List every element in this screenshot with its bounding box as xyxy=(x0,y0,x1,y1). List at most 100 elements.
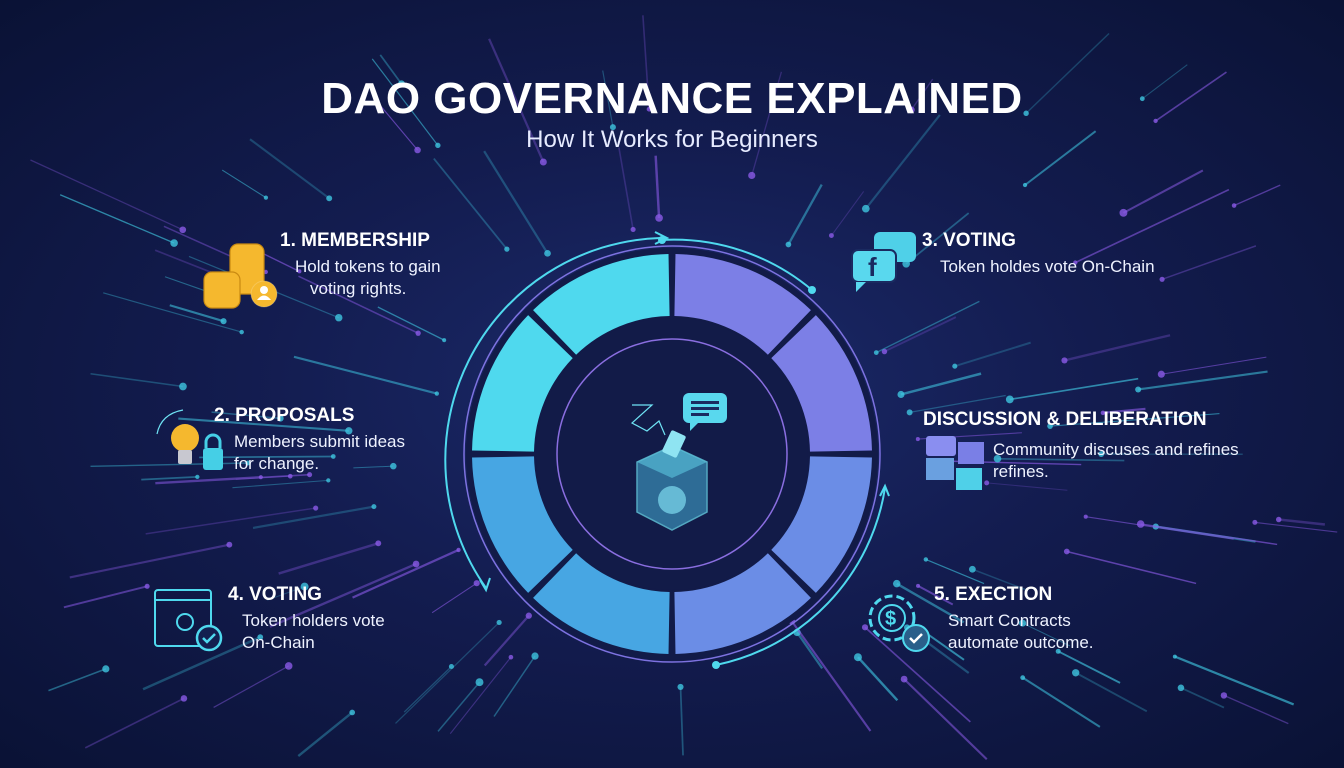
arrow-dot xyxy=(658,236,666,244)
light-ray xyxy=(403,666,452,713)
light-ray xyxy=(1122,169,1204,214)
light-ray xyxy=(917,585,954,606)
light-dot xyxy=(861,624,869,631)
cycle-segment xyxy=(674,254,811,355)
light-ray xyxy=(909,394,1006,413)
light-ray xyxy=(260,473,310,479)
step-title: 1. MEMBERSHIP xyxy=(280,230,430,251)
light-dot xyxy=(263,269,268,275)
light-dot xyxy=(748,171,756,180)
light-dot xyxy=(892,579,901,588)
light-dot xyxy=(923,557,929,562)
dashboard-check-icon xyxy=(154,589,223,652)
light-ray xyxy=(618,147,634,230)
page-subtitle: How It Works for Beginners xyxy=(526,126,818,153)
light-ray xyxy=(1050,413,1220,427)
light-dot xyxy=(102,665,110,673)
light-dot xyxy=(326,195,333,202)
light-dot xyxy=(873,350,879,355)
light-ray xyxy=(875,300,980,354)
light-dot xyxy=(916,583,921,588)
light-ray xyxy=(864,626,971,723)
light-ray xyxy=(267,586,305,601)
light-dot xyxy=(1061,357,1068,364)
light-ray xyxy=(103,292,242,333)
light-ray xyxy=(884,316,957,353)
light-dot xyxy=(1055,648,1061,654)
light-ray xyxy=(1137,370,1268,391)
light-ray xyxy=(654,155,661,219)
light-ray xyxy=(905,212,970,265)
step-description-line: automate outcome. xyxy=(948,633,1094,652)
light-dot xyxy=(307,472,313,478)
arrow-head-icon xyxy=(479,577,491,593)
light-ray xyxy=(352,548,459,599)
light-ray xyxy=(380,105,418,151)
light-dot xyxy=(1139,96,1145,102)
light-ray xyxy=(925,558,985,585)
light-dot xyxy=(220,318,227,325)
light-dot xyxy=(1159,276,1165,282)
light-ray xyxy=(431,582,477,614)
light-dot xyxy=(345,427,353,435)
inner-ring-line xyxy=(556,338,788,570)
light-ray xyxy=(69,543,230,579)
step-membership: 1. MEMBERSHIP Hold tokens to gain voting… xyxy=(280,230,441,300)
light-ray xyxy=(751,71,783,176)
light-ray xyxy=(379,54,403,85)
light-dot xyxy=(630,226,636,233)
light-ray xyxy=(211,411,281,420)
light-ray xyxy=(787,183,823,246)
light-dot xyxy=(1023,110,1029,116)
light-ray xyxy=(796,631,824,669)
light-ray xyxy=(1057,650,1121,684)
light-dot xyxy=(984,480,990,486)
light-dot xyxy=(1252,519,1258,525)
light-ray xyxy=(437,681,481,732)
svg-text:$: $ xyxy=(885,608,896,630)
light-ray xyxy=(997,457,1125,462)
light-dot xyxy=(1022,182,1028,188)
chat-bubbles-icon: f xyxy=(851,232,916,292)
light-dot xyxy=(180,695,188,702)
light-ray xyxy=(864,114,941,210)
light-dot xyxy=(257,634,264,641)
light-dot xyxy=(525,612,532,619)
light-ray xyxy=(1024,130,1097,186)
light-ray xyxy=(1085,516,1234,540)
light-dot xyxy=(412,560,420,568)
step-description-line: Community discuses and refines xyxy=(993,440,1239,459)
light-ray xyxy=(1141,64,1188,100)
light-ray xyxy=(59,194,175,244)
light-dot xyxy=(456,547,461,553)
light-dot xyxy=(326,478,331,483)
light-ray xyxy=(395,621,500,724)
step-description-line: Hold tokens to gain xyxy=(295,257,441,276)
light-dot xyxy=(375,540,382,547)
cycle-segment xyxy=(533,553,670,654)
light-ray xyxy=(1066,550,1197,585)
light-dot xyxy=(897,390,905,398)
light-ray xyxy=(1102,407,1146,414)
light-ray xyxy=(249,138,330,200)
light-ray xyxy=(145,507,316,535)
light-dot xyxy=(179,382,187,391)
light-ray xyxy=(1254,521,1338,533)
light-dot xyxy=(390,462,397,470)
light-dot xyxy=(496,619,502,626)
cycle-segment xyxy=(674,553,811,654)
light-dot xyxy=(968,565,976,573)
svg-text:f: f xyxy=(868,252,877,282)
light-ray xyxy=(1161,245,1257,281)
light-dot xyxy=(993,454,1002,463)
light-dot xyxy=(900,675,908,683)
light-ray xyxy=(297,711,353,757)
coins-icon xyxy=(203,243,278,309)
light-ray xyxy=(142,636,261,691)
step-execution: 5. EXECTION Smart Contracts automate out… xyxy=(934,584,1094,654)
light-dot xyxy=(475,678,484,687)
light-dot xyxy=(226,541,233,548)
light-ray xyxy=(293,355,438,395)
light-dot xyxy=(435,142,441,149)
step-description-line: refines. xyxy=(993,462,1049,481)
